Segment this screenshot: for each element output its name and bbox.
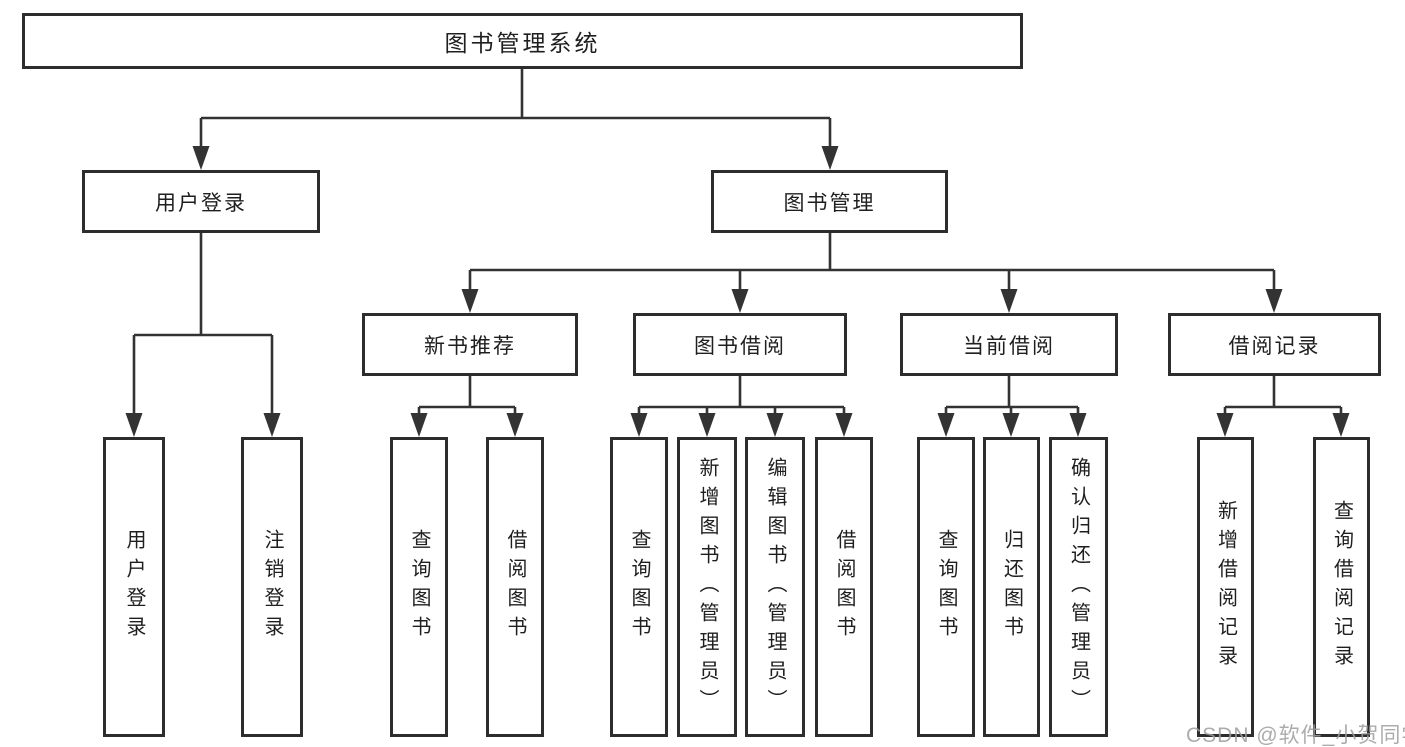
node-new-book-recommendation: 新书推荐	[362, 313, 578, 376]
node-library-management-system: 图书管理系统	[22, 13, 1023, 69]
leaf-bb-add-books-admin-label: 新增图书（管理员）	[696, 456, 718, 718]
leaf-user-login: 用户登录	[103, 437, 165, 737]
arrowheads	[125, 146, 1350, 437]
leaf-br-add-record: 新增借阅记录	[1197, 437, 1254, 737]
connector-borrowrecords-to-leaves	[1223, 376, 1343, 418]
leaf-br-query-record: 查询借阅记录	[1313, 437, 1370, 737]
leaf-bb-query-books-label: 查询图书	[628, 529, 650, 645]
leaf-cb-confirm-return-admin: 确认归还（管理员）	[1049, 437, 1108, 737]
connector-bookborrow-to-leaves	[637, 376, 846, 418]
leaf-br-query-record-label: 查询借阅记录	[1330, 500, 1353, 674]
node-borrowing-records: 借阅记录	[1168, 313, 1381, 376]
leaf-bb-borrow-books-label: 借阅图书	[833, 529, 855, 645]
connector-bookmgmt-to-level3	[468, 233, 1276, 295]
leaf-logout: 注销登录	[241, 437, 303, 737]
leaf-bb-edit-books-admin-label: 编辑图书（管理员）	[764, 456, 786, 718]
connector-root-to-level2	[199, 68, 832, 152]
leaf-cb-confirm-return-admin-label: 确认归还（管理员）	[1067, 456, 1090, 718]
leaf-bb-query-books: 查询图书	[610, 437, 668, 737]
leaf-br-add-record-label: 新增借阅记录	[1214, 500, 1237, 674]
leaf-bb-add-books-admin: 新增图书（管理员）	[677, 437, 737, 737]
node-current-borrowing: 当前借阅	[900, 313, 1118, 376]
connector-newbookrec-to-leaves	[417, 376, 517, 418]
connector-currentborrow-to-leaves	[944, 376, 1080, 418]
leaf-bb-edit-books-admin: 编辑图书（管理员）	[745, 437, 805, 737]
node-user-login: 用户登录	[82, 170, 320, 233]
connector-userlogin-to-leaves	[132, 233, 274, 418]
leaf-cb-return-books: 归还图书	[983, 437, 1040, 737]
leaf-cb-query-books-label: 查询图书	[935, 529, 957, 645]
leaf-cb-return-books-label: 归还图书	[1000, 529, 1023, 645]
node-book-management: 图书管理	[711, 170, 948, 233]
leaf-nbr-query-books-label: 查询图书	[408, 529, 430, 645]
leaf-bb-borrow-books: 借阅图书	[815, 437, 873, 737]
leaf-logout-label: 注销登录	[261, 529, 283, 645]
node-book-borrowing: 图书借阅	[633, 313, 847, 376]
leaf-nbr-borrow-books: 借阅图书	[486, 437, 544, 737]
leaf-user-login-label: 用户登录	[123, 529, 145, 645]
leaf-nbr-query-books: 查询图书	[390, 437, 448, 737]
leaf-nbr-borrow-books-label: 借阅图书	[504, 529, 526, 645]
leaf-cb-query-books: 查询图书	[917, 437, 975, 737]
